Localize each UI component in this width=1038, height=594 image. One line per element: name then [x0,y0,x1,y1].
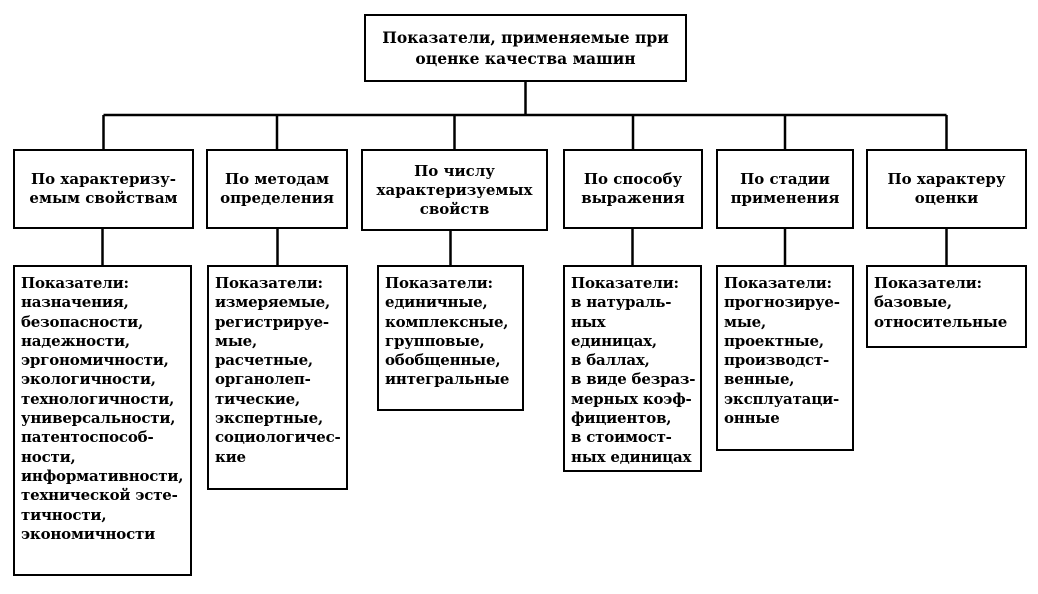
list-item: ности, [21,447,76,466]
category-label: По способу выражения [581,170,685,207]
list-item: социологичес- [215,428,341,447]
list-item: тичности, [21,505,107,524]
list-item: комплексные, [385,312,509,331]
indicator-list-6: Показатели:базовые,относительные [866,265,1027,348]
list-item: мые, [724,312,767,331]
list-item: патентоспособ- [21,428,154,447]
category-label: По характеру оценки [887,170,1006,207]
indicator-list-2: Показатели:измеряемые,регистрируе-мые,ра… [207,265,348,490]
category-label: По методам определения [220,170,334,207]
list-title: Показатели: [385,274,493,292]
list-item: кие [215,447,246,466]
list-item: мерных коэф- [571,389,692,408]
list-item: экономичности [21,524,156,543]
list-item: единичные, [385,293,488,312]
list-item: прогнозируе- [724,293,840,312]
list-item: производст- [724,351,830,370]
list-item: измеряемые, [215,293,331,312]
list-item: информативности, [21,466,184,485]
list-item: надежности, [21,331,130,350]
root-node: Показатели, применяемые при оценке качес… [364,14,687,82]
indicator-list-3: Показатели:единичные,комплексные,группов… [377,265,524,411]
root-label: Показатели, применяемые при оценке качес… [382,28,669,68]
list-title: Показатели: [724,274,832,292]
list-item: ных единицах [571,447,692,466]
list-item: тические, [215,389,300,408]
list-item: регистрируе- [215,312,329,331]
list-title: Показатели: [874,274,982,292]
list-item: в стоимост- [571,428,672,447]
category-header-1: По характеризу- емым свойствам [13,149,194,229]
list-item: интегральные [385,370,510,389]
indicator-list-4: Показатели:в натураль-ных единицах,в бал… [563,265,702,472]
list-title: Показатели: [21,274,129,292]
list-item: технологичности, [21,389,175,408]
category-header-5: По стадии применения [716,149,854,229]
list-item: базовые, [874,293,952,312]
list-item: эргономичности, [21,351,169,370]
list-item: экологичности, [21,370,156,389]
category-header-6: По характеру оценки [866,149,1027,229]
list-item: фициентов, [571,409,672,428]
list-title: Показатели: [215,274,323,292]
list-item: безопасности, [21,312,144,331]
list-item: ных единицах, [571,312,657,350]
category-header-4: По способу выражения [563,149,703,229]
category-label: По числу характеризуемых свойств [376,161,533,218]
list-item: онные [724,409,780,428]
list-item: экспертные, [215,409,323,428]
list-item: эксплуатаци- [724,389,840,408]
list-item: групповые, [385,331,485,350]
category-header-2: По методам определения [206,149,348,229]
list-item: в натураль- [571,293,672,312]
list-title: Показатели: [571,274,679,292]
category-label: По стадии применения [730,170,840,207]
list-item: в баллах, [571,351,650,370]
list-item: обобщенные, [385,351,501,370]
list-item: мые, [215,331,258,350]
list-item: проектные, [724,331,824,350]
indicator-list-1: Показатели:назначения,безопасности,надеж… [13,265,192,576]
list-item: органолеп- [215,370,311,389]
list-item: назначения, [21,293,129,312]
list-item: универсальности, [21,409,176,428]
list-item: относительные [874,312,1008,331]
indicator-list-5: Показатели:прогнозируе-мые,проектные,про… [716,265,854,451]
list-item: технической эсте- [21,486,178,505]
category-label: По характеризу- емым свойствам [29,170,178,207]
list-item: в виде безраз- [571,370,696,389]
list-item: венные, [724,370,795,389]
list-item: расчетные, [215,351,313,370]
category-header-3: По числу характеризуемых свойств [361,149,548,231]
